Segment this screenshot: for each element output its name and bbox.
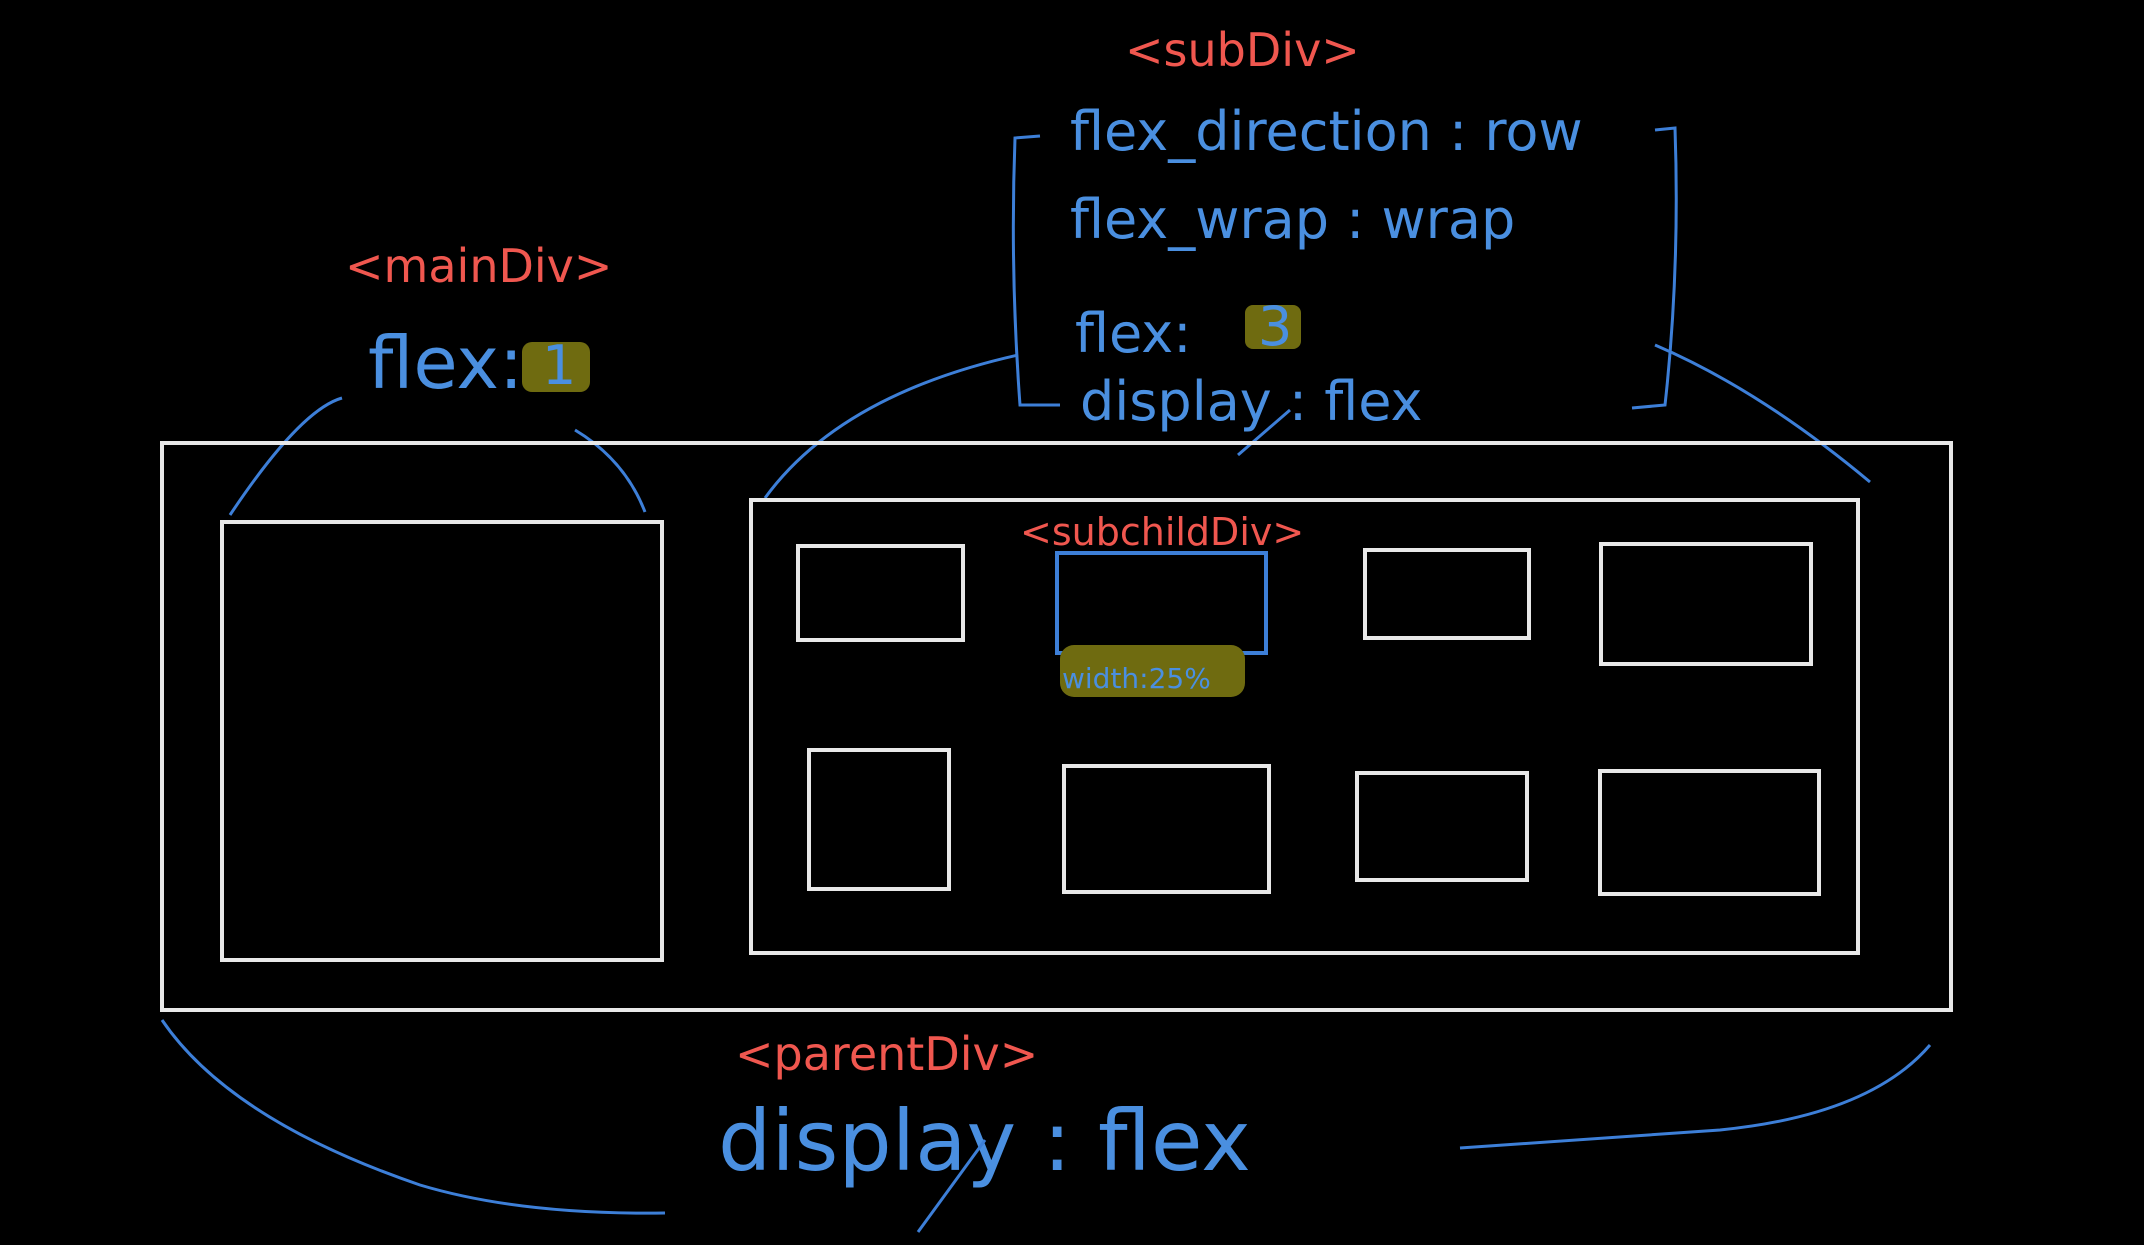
sub-div-flex-direction: flex_direction : row bbox=[1070, 100, 1583, 163]
sub-div-display: display : flex bbox=[1080, 370, 1423, 433]
sub-div-flex-value: 3 bbox=[1258, 295, 1292, 358]
sub-child-box-2-highlighted bbox=[1055, 551, 1268, 655]
sub-div-flex-prop: flex: bbox=[1075, 302, 1191, 365]
sub-div-pointer-left bbox=[763, 353, 1019, 499]
sub-child-box-6 bbox=[1062, 764, 1271, 894]
sub-div-tag: <subDiv> bbox=[1125, 23, 1360, 77]
sub-div-rules-bracket-left bbox=[1011, 134, 1060, 407]
main-div-tag: <mainDiv> bbox=[345, 239, 612, 293]
sub-div-flex-value-highlight bbox=[1245, 305, 1301, 349]
sub-child-box-1 bbox=[796, 544, 965, 642]
width-rule-highlight bbox=[1060, 645, 1245, 697]
main-div-flex-value-highlight bbox=[522, 342, 590, 392]
sub-child-box-3 bbox=[1363, 548, 1531, 640]
sub-div-box bbox=[749, 498, 1860, 955]
sub-child-box-4 bbox=[1599, 542, 1813, 666]
parent-div-box bbox=[160, 441, 1953, 1012]
sub-div-pointer-right bbox=[1654, 343, 1871, 484]
parent-div-tag: <parentDiv> bbox=[735, 1027, 1038, 1081]
sub-child-box-7 bbox=[1355, 771, 1529, 882]
sub-div-pointer-mid bbox=[1237, 408, 1291, 457]
parent-div-pointer-descender bbox=[916, 1139, 987, 1233]
sub-child-box-5 bbox=[807, 748, 951, 891]
main-div-box bbox=[220, 520, 664, 962]
parent-div-pointer-left bbox=[160, 1019, 666, 1215]
main-div-flex-prop: flex: bbox=[368, 321, 523, 405]
sub-div-rules-bracket-right bbox=[1631, 126, 1678, 410]
sub-child-width-rule: width:25% bbox=[1062, 662, 1211, 695]
main-div-pointer-right bbox=[574, 428, 647, 513]
sub-child-box-8 bbox=[1598, 769, 1821, 896]
parent-div-pointer-right bbox=[1459, 1044, 1932, 1150]
main-div-flex-value: 1 bbox=[542, 334, 576, 397]
sub-div-flex-wrap: flex_wrap : wrap bbox=[1070, 188, 1515, 251]
main-div-pointer-left bbox=[228, 396, 343, 516]
sub-child-div-tag: <subchildDiv> bbox=[1020, 510, 1304, 554]
